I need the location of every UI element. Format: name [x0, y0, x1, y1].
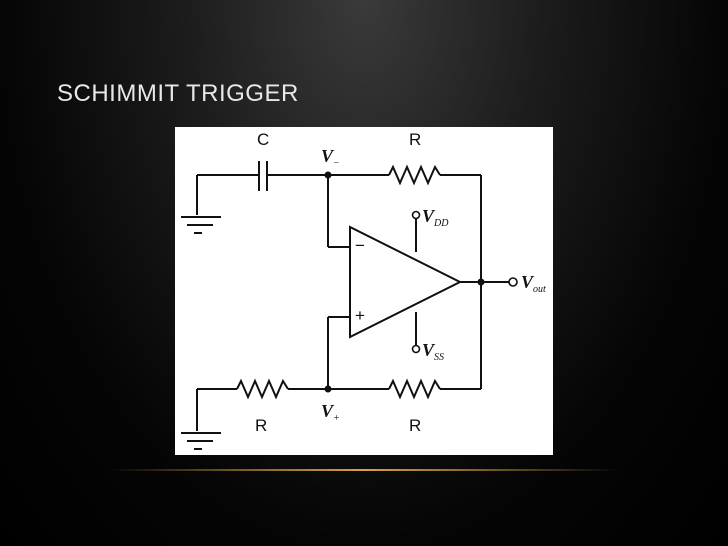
resistor-feedback-bottom-label: R [409, 416, 421, 435]
output-label: Vout [521, 272, 546, 295]
resistor-feedback-bottom [388, 378, 441, 400]
capacitor-label: C [257, 130, 269, 149]
opamp-noninverting-sign: + [355, 306, 365, 325]
node-vminus-label: V− [321, 146, 340, 169]
ground-symbol-bottom [181, 389, 221, 450]
supply-vss-label: VSS [422, 340, 444, 363]
supply-vdd-label: VDD [422, 206, 449, 229]
capacitor-symbol [258, 161, 268, 191]
terminal-vout [508, 277, 518, 287]
schmitt-trigger-diagram: C V− R − + VDD VSS Vout [175, 127, 553, 455]
resistor-input-bottom [236, 378, 289, 400]
terminal-vdd [411, 210, 421, 220]
circuit-svg: C V− R − + VDD VSS Vout [181, 130, 546, 450]
node-vplus-label: V+ [321, 401, 340, 424]
slide-title: SCHIMMIT TRIGGER [57, 80, 299, 107]
ground-symbol-top [181, 175, 221, 234]
opamp-triangle [349, 225, 463, 339]
accent-divider [110, 469, 618, 471]
resistor-input-bottom-label: R [255, 416, 267, 435]
opamp-inverting-sign: − [355, 236, 365, 255]
resistor-feedback-top-label: R [409, 130, 421, 149]
resistor-feedback-top [388, 164, 441, 186]
terminal-vss [411, 344, 421, 354]
